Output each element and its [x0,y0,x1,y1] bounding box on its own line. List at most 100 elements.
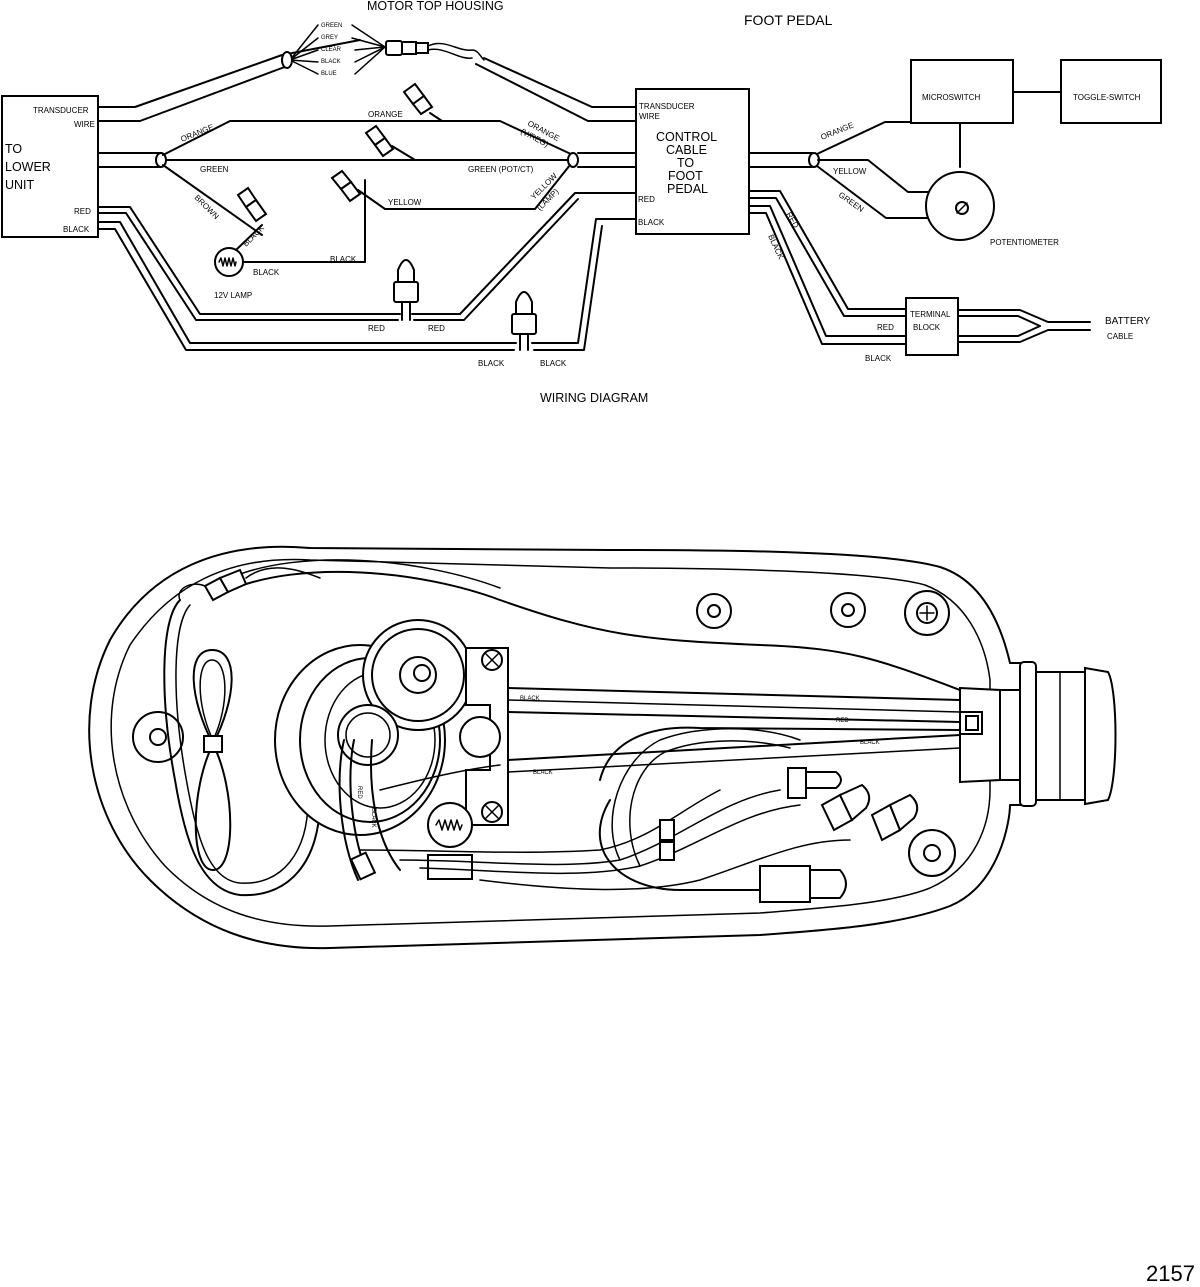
large-gear [362,619,474,731]
pedal-yellow-label: YELLOW [833,167,867,176]
red-power-line-2 [97,198,579,321]
wire-label-green-left: GREEN [200,165,229,174]
control-line-3: TO [677,156,694,170]
black-fuse [511,291,537,351]
control-line-4: FOOT [668,169,703,183]
small-gear [337,704,399,766]
battery-cable-label: CABLE [1107,332,1133,341]
connector-wire-green: GREEN [321,23,342,29]
battery-label: BATTERY [1105,316,1151,327]
control-line-1: CONTROL [656,130,717,144]
black-fuse-label-a: BLACK [478,359,505,368]
housing-label-red-vert: RED [356,786,362,799]
pedal-yellow-wire [817,159,929,193]
lamp-black-label-2: BLACK [330,255,357,264]
housing-outer-shell [88,545,1031,950]
lower-unit-transducer-label: TRANSDUCER [33,106,89,115]
orange-wire [162,120,574,156]
black-power-line-2 [97,225,603,351]
pedal-green-label: GREEN [837,190,866,214]
battery-cable [957,309,1091,343]
black-power-line [97,218,637,344]
microswitch-box [910,59,1014,124]
lamp-label: 12V LAMP [214,291,252,300]
harness-top [229,570,961,691]
pedal-green-wire [816,165,929,219]
transducer-cable-upper [97,39,361,108]
housing-connector [178,567,321,602]
connector-wire-blue: BLUE [321,71,337,77]
lower-unit-box [1,95,99,238]
microswitch-label: MICROSWITCH [922,93,980,102]
connector-wire-clear: CLEAR [321,47,342,53]
red-fuse-label-a: RED [368,324,385,333]
lower-unit-wire-label: WIRE [74,120,95,129]
lamp-black-label: BLACK [253,268,280,277]
terminal-black-label: BLACK [865,354,892,363]
mounting-holes [132,590,956,877]
control-black-label: BLACK [638,218,665,227]
yellow-connector [330,169,362,203]
housing-inner-shell [110,558,991,927]
lower-unit-red: RED [74,207,91,216]
brown-connector [236,186,268,223]
bracket-plate [459,647,509,826]
lamp-housing [427,802,473,880]
lamp-12v [214,179,366,277]
red-fuse-label-b: RED [428,324,445,333]
red-power-line [97,192,637,315]
housing-label-black-mid: BLACK [860,740,880,746]
wiring-diagram: MOTOR TOP HOUSING FOOT PEDAL TRANSDUCER … [1,0,1162,405]
transducer-plug [385,40,485,61]
orange-connector [402,82,443,122]
connector-wire-black: BLACK [321,59,341,65]
cable-grommet [959,661,1117,807]
lower-unit-black: BLACK [63,225,90,234]
connector-fan: GREEN GREY CLEAR BLACK BLUE [281,23,386,77]
cable-black-mid [507,734,961,761]
brown-wire [162,164,263,236]
toggle-switch-label: TOGGLE-SWITCH [1073,93,1141,102]
yellow-lamp-wire [357,164,571,210]
lower-unit-lower: LOWER [5,160,51,174]
terminal-block [905,297,959,356]
page-number: 2157 [1146,1261,1195,1286]
housing-label-red: RED [836,718,849,724]
potentiometer-label: POTENTIOMETER [990,238,1059,247]
pedal-bus [748,152,813,168]
housing-label-black-low: BLACK [533,770,553,776]
transducer-cable-lower [97,64,291,122]
toggle-switch-box [1060,59,1162,124]
control-cable-box [635,88,750,235]
potentiometer [925,171,995,241]
control-line-2: CABLE [666,143,707,157]
control-line-5: PEDAL [667,182,708,196]
transducer-cable-to-pedal [475,57,637,122]
motor-top-housing-title: MOTOR TOP HOUSING [367,0,504,13]
control-wire-label: WIRE [639,112,660,121]
pedal-red-label: RED [784,211,800,230]
black-fuse-label-b: BLACK [540,359,567,368]
lower-unit-to: TO [5,142,22,156]
cable-red [507,711,961,723]
terminal-red-label: RED [877,323,894,332]
housing-label-black-vert: BLACK [370,808,376,828]
terminal-label: TERMINAL [910,310,951,319]
wire-label-green-potct: GREEN (POT/CT) [468,165,534,174]
pedal-orange-wire [816,121,912,155]
connector-wire-grey: GREY [321,35,338,41]
main-bus-upper [97,152,161,168]
wiring-diagram-title: WIRING DIAGRAM [540,391,648,405]
wire-label-orange-left: ORANGE [179,123,215,144]
green-connector [364,124,416,161]
lower-unit-unit: UNIT [5,178,35,192]
cable-black-top [507,687,961,701]
foot-pedal-title: FOOT PEDAL [744,12,833,28]
wire-label-yellow-mid: YELLOW [388,198,422,207]
terminal-block-label: BLOCK [913,323,941,332]
housing-label-black-top: BLACK [520,696,540,702]
control-red-label: RED [638,195,655,204]
wire-bundle [359,728,851,891]
wire-label-brown: BROWN [193,193,221,221]
